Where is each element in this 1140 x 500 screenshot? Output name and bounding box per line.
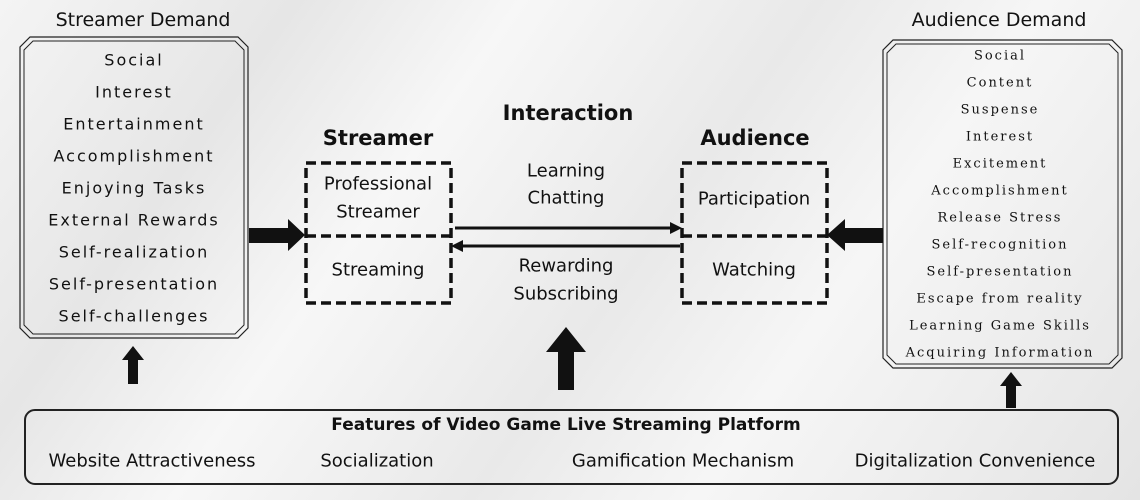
- streamer-demand-item: Accomplishment: [53, 146, 215, 166]
- audience-demand-box: [882, 39, 1123, 369]
- streamer-title: Streamer: [322, 126, 434, 150]
- streamer-demand-item: Enjoying Tasks: [61, 178, 207, 198]
- arrow-left-audience: [827, 219, 883, 251]
- audience-demand-item: Suspense: [960, 102, 1040, 118]
- interaction-upper-2: Chatting: [527, 187, 605, 209]
- interaction-title: Interaction: [502, 101, 634, 125]
- arrow-right-streamer: [249, 219, 305, 251]
- streamer-demand-item: Self-presentation: [48, 274, 220, 294]
- arrow-up-streamer-demand: [122, 346, 144, 384]
- audience-demand-item: Escape from reality: [916, 291, 1084, 307]
- streamer-demand-box: [19, 36, 249, 339]
- streamer-dashed-box: [304, 161, 453, 305]
- audience-demand-item: Self-recognition: [931, 237, 1069, 253]
- arrow-up-audience-demand: [1000, 372, 1022, 408]
- audience-demand-item: Social: [973, 48, 1027, 64]
- streamer-demand-item: Interest: [95, 82, 173, 102]
- audience-demand-item: Self-presentation: [926, 264, 1074, 280]
- streamer-demand-item: Self-challenges: [58, 306, 210, 326]
- audience-demand-item: Interest: [965, 129, 1035, 145]
- platform-feature: Website Attractiveness: [48, 450, 256, 472]
- streamer-demand-item: Social: [104, 50, 164, 70]
- audience-dashed-box: [680, 161, 829, 305]
- audience-demand-item: Accomplishment: [931, 183, 1069, 199]
- streamer-demand-item: External Rewards: [48, 210, 220, 230]
- arrow-up-interaction: [546, 327, 586, 390]
- audience-activity: Watching: [712, 259, 796, 281]
- streamer-demand-item: Entertainment: [63, 114, 205, 134]
- audience-demand-title: Audience Demand: [911, 9, 1087, 31]
- streamer-activity: Streaming: [331, 259, 425, 281]
- block-arrows: [122, 219, 1022, 408]
- platform-title: Features of Video Game Live Streaming Pl…: [331, 415, 801, 435]
- audience-title: Audience: [700, 126, 810, 150]
- audience-demand-item: Acquiring Information: [905, 345, 1095, 361]
- audience-role: Participation: [697, 188, 811, 210]
- interaction-lower-2: Subscribing: [513, 283, 619, 305]
- platform-feature: Gamification Mechanism: [571, 450, 795, 472]
- streamer-demand-title: Streamer Demand: [55, 9, 231, 31]
- interaction-arrows: [451, 222, 682, 252]
- platform-feature: Socialization: [320, 450, 434, 472]
- interaction-upper-1: Learning: [526, 160, 606, 182]
- platform-box: [24, 409, 1119, 485]
- audience-demand-item: Excitement: [952, 156, 1048, 172]
- streamer-role-line1: Professional: [323, 173, 433, 195]
- streamer-role-line2: Streamer: [336, 201, 420, 223]
- audience-demand-item: Learning Game Skills: [909, 318, 1091, 334]
- interaction-lower-1: Rewarding: [518, 255, 614, 277]
- platform-feature: Digitalization Convenience: [854, 450, 1096, 472]
- audience-demand-item: Content: [966, 75, 1034, 91]
- audience-demand-item: Release Stress: [937, 210, 1063, 226]
- streamer-demand-item: Self-realization: [58, 242, 210, 262]
